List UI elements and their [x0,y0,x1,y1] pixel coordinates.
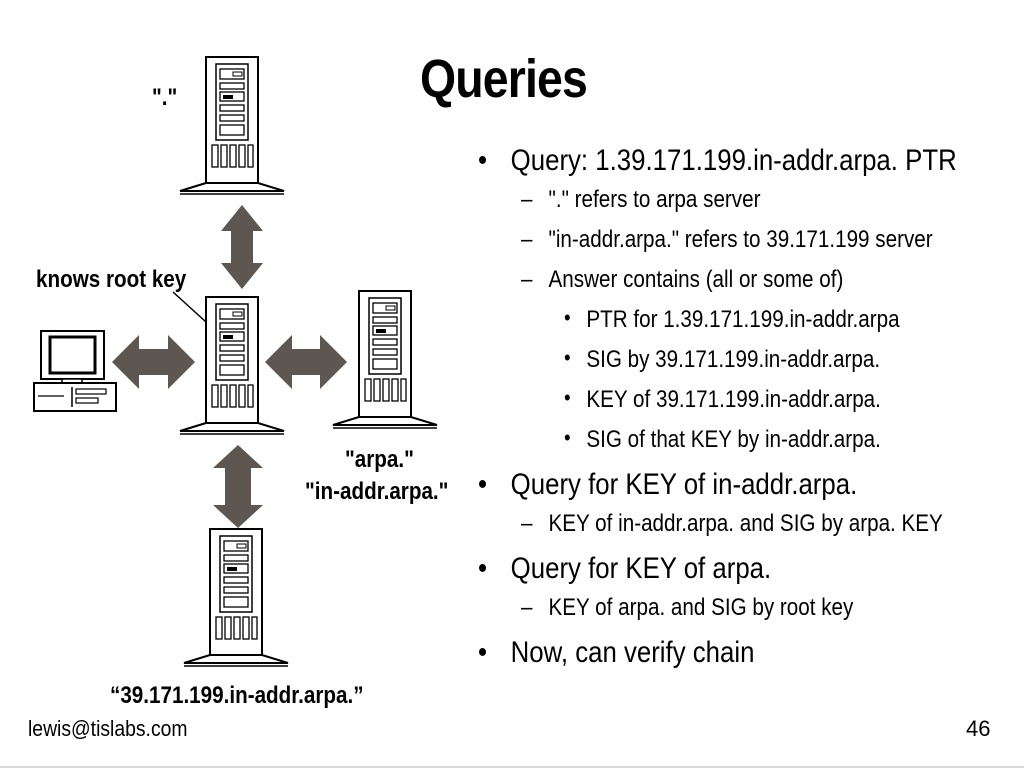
root-server-label: "." [152,84,178,111]
bullet-dot-icon: • [564,305,571,330]
bottom-divider [0,766,1024,768]
dash-icon: – [521,510,533,537]
sub-bullet-item: –Answer contains (all or some of) [521,266,844,293]
sub-sub-bullet-item: •SIG of that KEY by in-addr.arpa. [564,425,881,453]
page-number: 46 [966,716,991,741]
client-computer-icon [33,330,117,412]
bullet-dot-icon: • [564,345,571,370]
knows-root-key-pointer [172,291,207,323]
bullet-dot-icon: • [478,468,488,501]
bullet-item: •Query for KEY of in-addr.arpa. [478,468,858,501]
sub-bullet-item: –"in-addr.arpa." refers to 39.171.199 se… [521,226,933,253]
dash-icon: – [521,226,533,253]
arrow-client-resolver [112,335,195,389]
in-addr-arpa-server-label: "in-addr.arpa." [305,478,449,505]
root-server-icon [179,56,285,195]
arrow-resolver-zone [213,445,263,528]
bullet-dot-icon: • [478,636,488,669]
bullet-dot-icon: • [478,144,488,177]
dash-icon: – [521,594,533,621]
arrow-resolver-arpa [265,335,347,389]
sub-sub-bullet-item: •PTR for 1.39.171.199.in-addr.arpa [564,305,900,333]
bullet-dot-icon: • [564,425,571,450]
zone-server-icon [183,528,289,667]
dash-icon: – [521,266,533,293]
sub-sub-bullet-item: •KEY of 39.171.199.in-addr.arpa. [564,385,881,413]
sub-bullet-item: –KEY of in-addr.arpa. and SIG by arpa. K… [521,510,943,537]
bullet-item: •Now, can verify chain [478,636,755,669]
footer-email: lewis@tislabs.com [28,716,188,741]
resolver-server-icon [179,296,285,435]
sub-bullet-item: –KEY of arpa. and SIG by root key [521,594,854,621]
sub-sub-bullet-item: •SIG by 39.171.199.in-addr.arpa. [564,345,881,373]
dash-icon: – [521,186,533,213]
slide-title: Queries [420,49,588,109]
arpa-server-label: "arpa." [345,446,414,473]
bullet-dot-icon: • [564,385,571,410]
sub-bullet-item: –"." refers to arpa server [521,186,761,213]
arrow-root-resolver [221,205,263,289]
bullet-dot-icon: • [478,552,488,585]
bullet-item: •Query: 1.39.171.199.in-addr.arpa. PTR [478,144,957,177]
zone-server-label: “39.171.199.in-addr.arpa.” [110,682,364,709]
bullet-list: •Query: 1.39.171.199.in-addr.arpa. PTR –… [478,142,1018,678]
bullet-item: •Query for KEY of arpa. [478,552,772,585]
knows-root-key-label: knows root key [36,266,187,293]
arpa-server-icon [332,290,438,429]
